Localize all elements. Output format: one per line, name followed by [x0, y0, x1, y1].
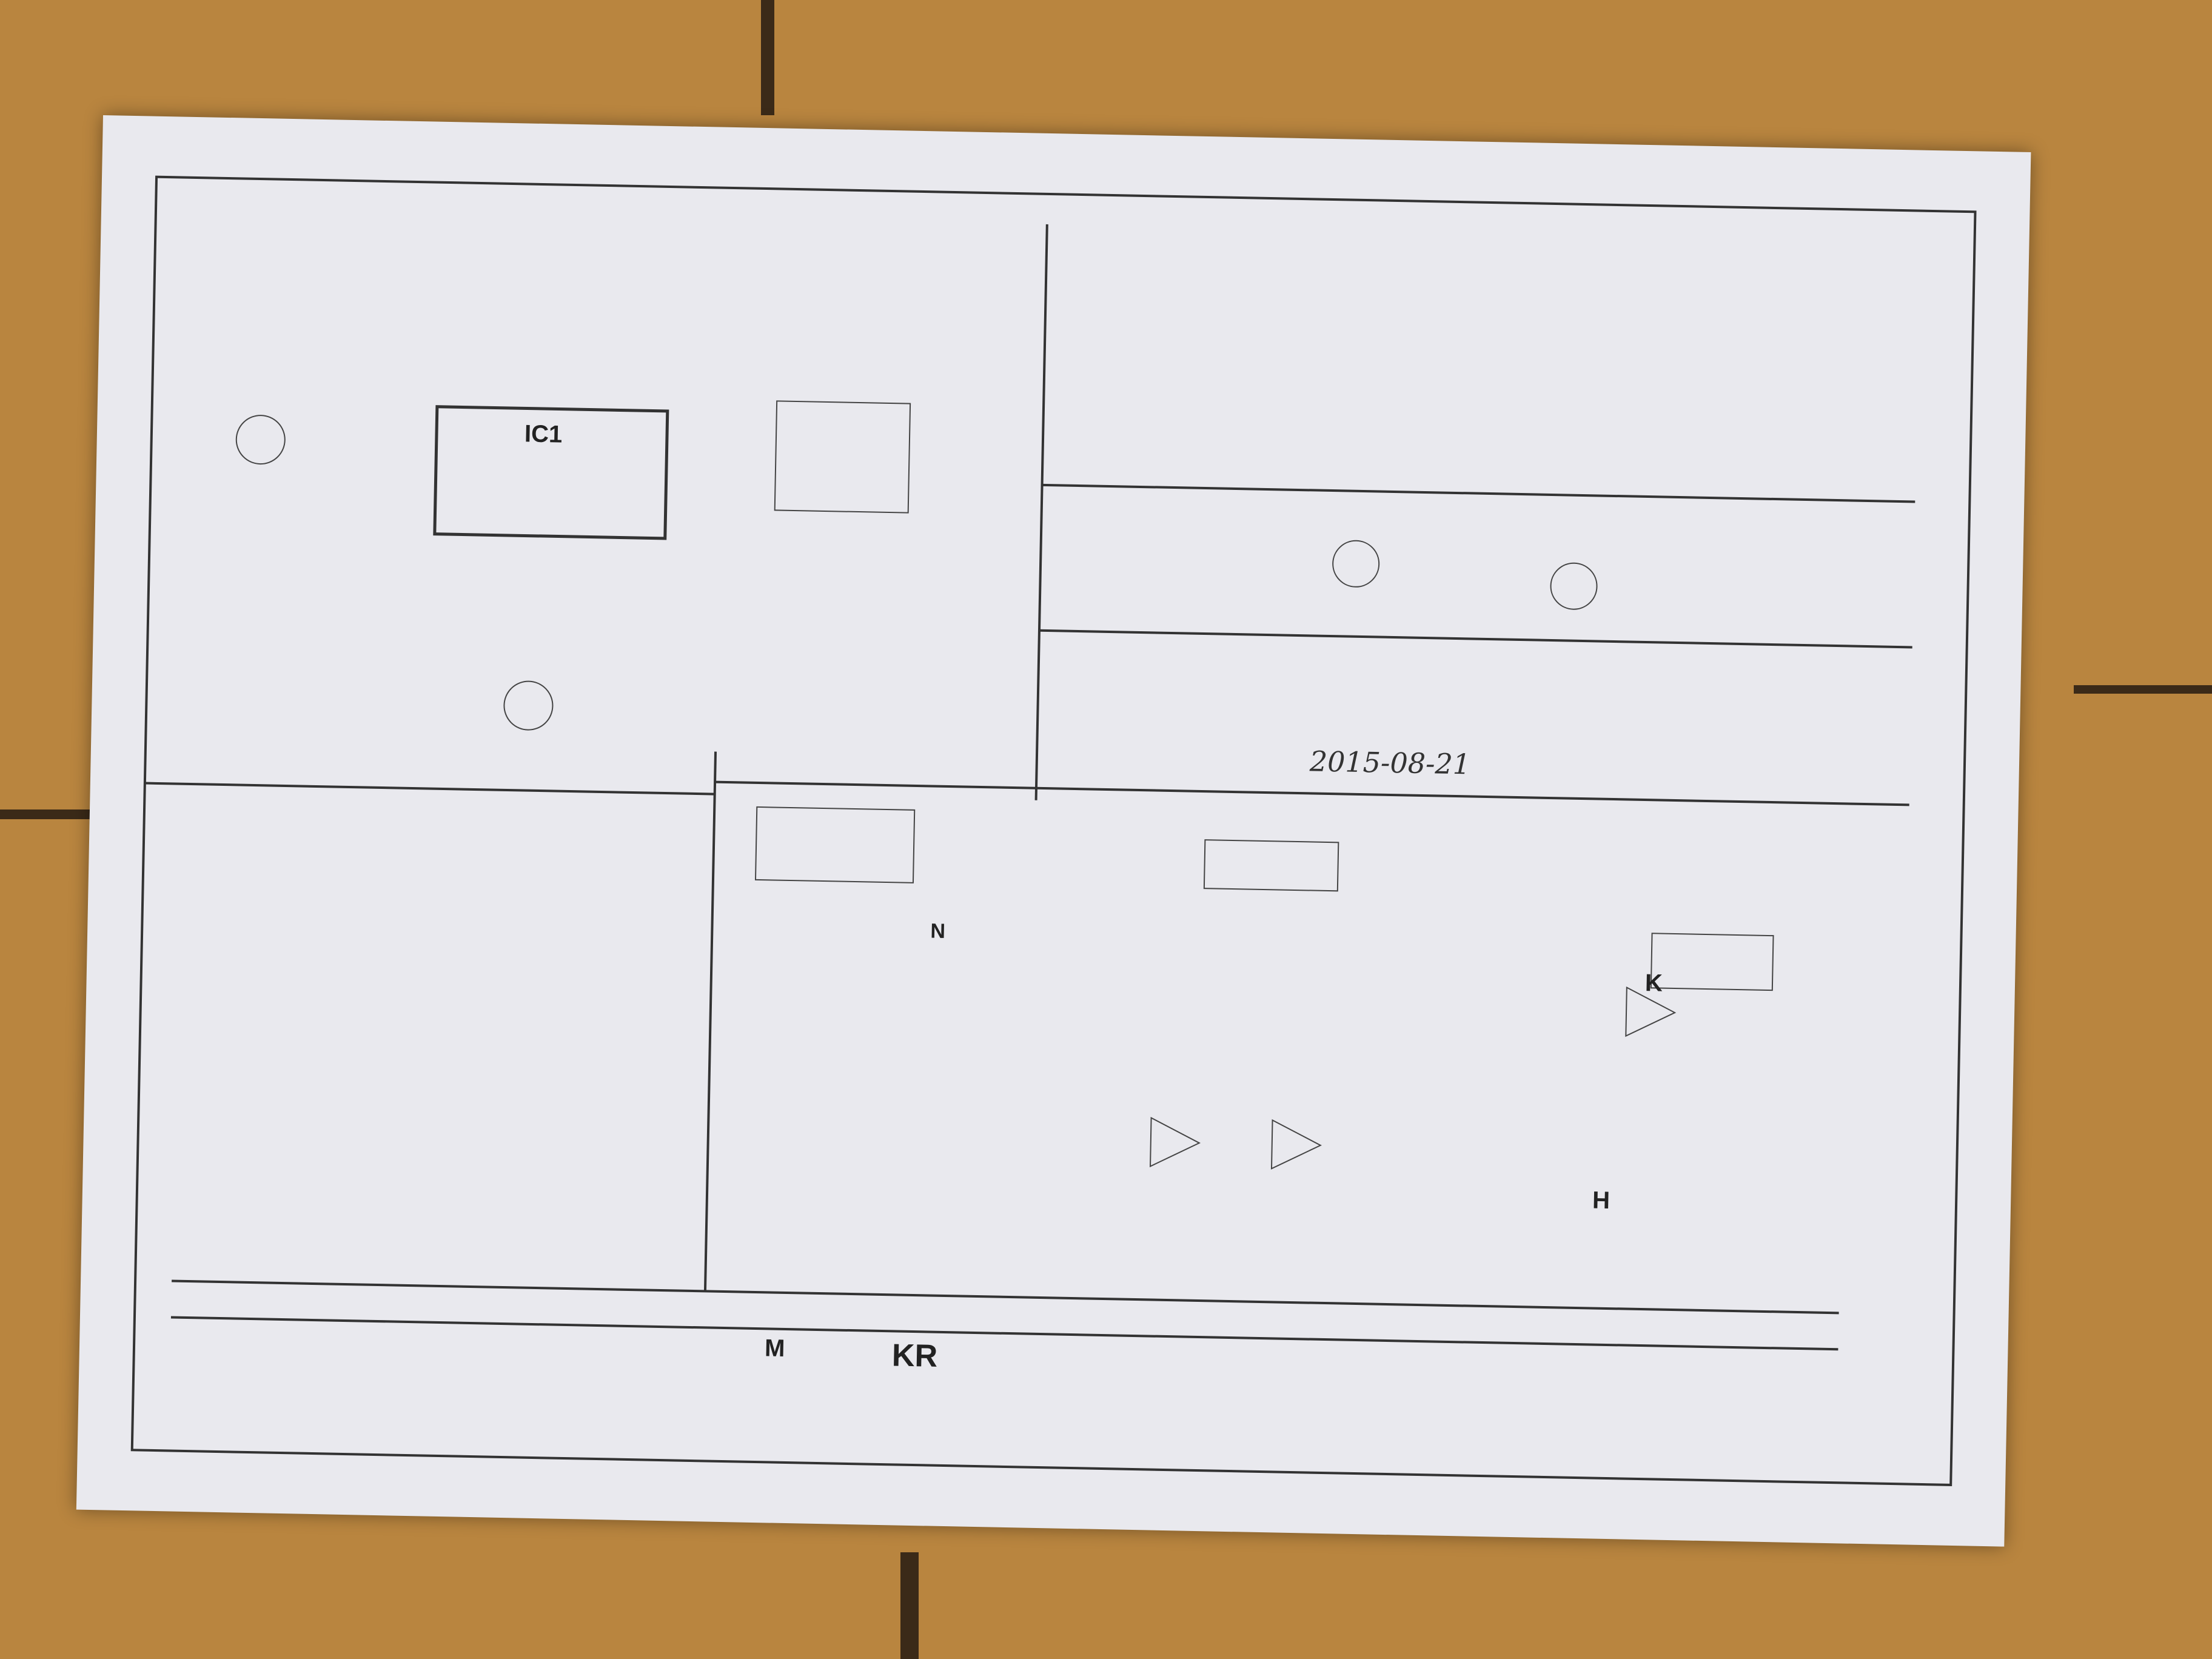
floor-tile-seam-v2 [900, 1552, 919, 1659]
m-terminal-label: M [764, 1335, 785, 1362]
ic1-label: IC1 [524, 420, 563, 448]
floor-tile-seam-v1 [761, 0, 774, 115]
n-terminal-label: N [930, 919, 946, 943]
k-terminal-label: K [1644, 970, 1663, 997]
schematic-sheet: IC1 KR M H K N 2015-08-21 [76, 115, 2031, 1547]
floor-tile-seam-h2 [2074, 685, 2212, 694]
floor-tile-seam-h1 [0, 809, 109, 819]
h-terminal-label: H [1592, 1187, 1610, 1215]
schematic-wiring [130, 175, 1977, 1486]
handwritten-date: 2015-08-21 [1309, 745, 1471, 781]
kr-label: KR [891, 1338, 938, 1374]
